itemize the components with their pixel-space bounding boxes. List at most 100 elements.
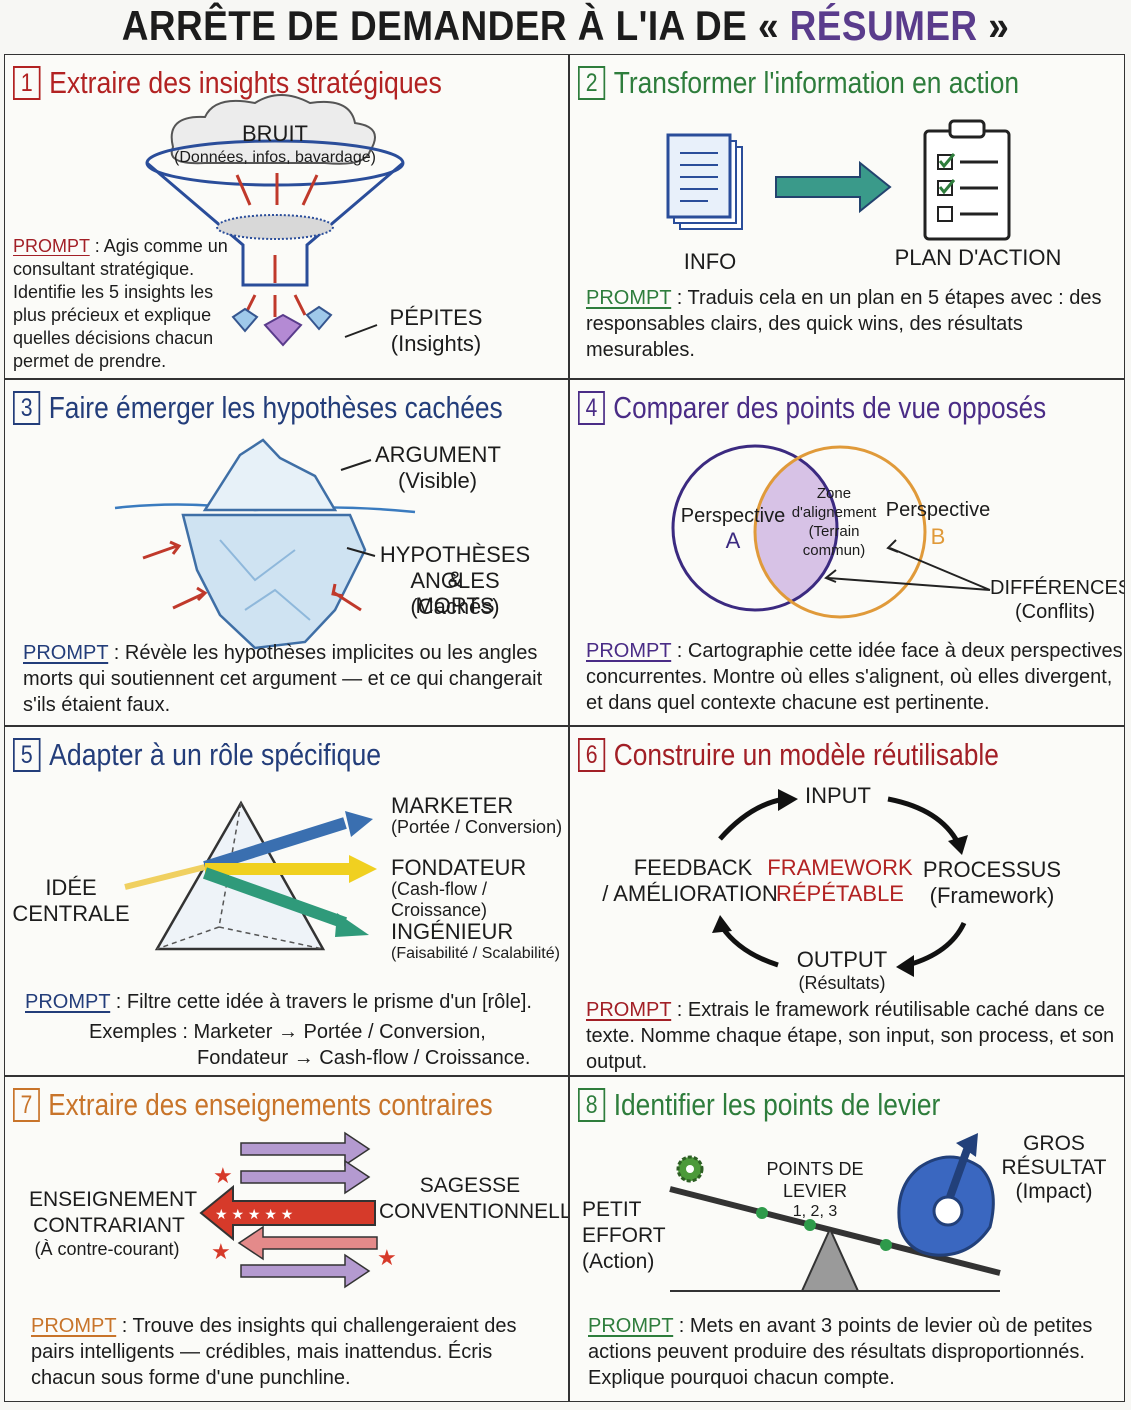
ingenieur-sublabel: (Faisabilité / Scalabilité) [391, 945, 560, 962]
contrariant-label: CONTRARIANT [33, 1214, 185, 1237]
impact-sublabel: (Impact) [1015, 1180, 1093, 1203]
numbers-label: 1, 2, 3 [792, 1203, 838, 1220]
venn-circle-a [671, 444, 839, 612]
zone-label-2: d'alignement [791, 504, 877, 521]
differences-label: DIFFÉRENCES [990, 577, 1125, 599]
fondateur-sublabel: (Cash-flow / Croissance) [391, 879, 488, 920]
centrale-label: CENTRALE [12, 901, 130, 926]
differences-sublabel: (Conflits) [1014, 601, 1095, 623]
argument-label: ARGUMENT [375, 442, 501, 467]
amelioration-label: / AMÉLIORATION [602, 881, 778, 906]
perspective-a-letter: A [725, 528, 741, 553]
panel-number: 2 [578, 66, 606, 100]
examples-line-1: Exemples : Marketer → Portée / Conversio… [89, 1021, 486, 1043]
bruit-label: BRUIT [242, 121, 308, 146]
processus-label: PROCESSUS [922, 857, 1062, 882]
prompt-text: PROMPT : Filtre cette idée à travers le … [25, 991, 532, 1013]
title-main: ARRÊTE DE DEMANDER À L'IA DE « [121, 2, 790, 49]
idee-label: IDÉE [45, 875, 97, 900]
effort-label: EFFORT [582, 1224, 666, 1247]
panel-number: 1 [13, 66, 41, 100]
svg-text:★ ★ ★ ★ ★: ★ ★ ★ ★ ★ [215, 1206, 293, 1222]
prompt-text: PROMPT : Cartographie cette idée face à … [586, 640, 1123, 714]
petit-label: PETIT [582, 1198, 642, 1221]
framework-label: FRAMEWORK [767, 855, 913, 880]
levier-label: LEVIER [782, 1181, 848, 1201]
perspective-b-label: Perspective [885, 499, 991, 521]
output-label: OUTPUT [796, 947, 888, 972]
panel-number: 5 [13, 738, 41, 772]
pepites-label: PÉPITES [389, 305, 483, 330]
panel-number: 3 [13, 391, 41, 425]
repetable-label: RÉPÉTABLE [776, 881, 904, 906]
plan-label: PLAN D'ACTION [894, 245, 1062, 270]
info-to-plan-illustration [666, 119, 1011, 241]
info-label: INFO [683, 249, 737, 274]
points-label: POINTS DE [766, 1159, 864, 1179]
lever-illustration [669, 1133, 1001, 1292]
svg-text:★: ★ [377, 1245, 397, 1270]
output-sublabel: (Résultats) [798, 973, 886, 993]
hypotheses-label: HYPOTHÈSES & [379, 542, 531, 592]
zone-label-3: (Terrain [808, 523, 860, 540]
gros-label: GROS [1023, 1132, 1085, 1155]
venn-diagram [671, 444, 991, 619]
svg-text:★: ★ [213, 1163, 233, 1188]
zone-label-4: commun) [802, 542, 866, 559]
prompt-text: PROMPT : Mets en avant 3 points de levie… [588, 1315, 1093, 1389]
contre-courant-sublabel: (À contre-courant) [34, 1239, 180, 1259]
sagesse-label: SAGESSE [419, 1174, 521, 1197]
feedback-label: FEEDBACK [633, 855, 753, 880]
title-accent: RÉSUMER [789, 2, 978, 49]
prompt-text: PROMPT : Extrais le framework réutilisab… [586, 999, 1115, 1073]
action-sublabel: (Action) [582, 1250, 655, 1273]
cycle-diagram [712, 789, 968, 977]
hidden-sublabel: (Cachés) [410, 594, 500, 619]
contrarian-arrows: ★ ★ ★ ★ ★ ★ ★ ★ [199, 1131, 397, 1289]
prompt-text: PROMPT : Trouve des insights qui challen… [31, 1315, 517, 1389]
enseignement-label: ENSEIGNEMENT [29, 1188, 198, 1211]
fondateur-label: FONDATEUR [391, 855, 527, 880]
pepites-sublabel: (Insights) [390, 331, 482, 356]
ingenieur-label: INGÉNIEUR [391, 919, 514, 944]
bruit-sublabel: (Données, infos, bavardage) [174, 149, 376, 166]
panel-number: 7 [13, 1088, 40, 1122]
prompt-text: PROMPT : Agis comme un consultant straté… [13, 236, 228, 371]
panel-number: 4 [578, 391, 605, 425]
conventionnelle-label: CONVENTIONNELLE [379, 1200, 569, 1223]
title-end: » [977, 2, 1010, 49]
resultat-label: RÉSULTAT [1001, 1156, 1107, 1179]
perspective-a-label: Perspective [680, 505, 786, 527]
processus-sublabel: (Framework) [929, 883, 1055, 908]
prompt-text: PROMPT : Révèle les hypothèses implicite… [23, 642, 543, 716]
marketer-sublabel: (Portée / Conversion) [391, 817, 563, 837]
marketer-label: MARKETER [391, 793, 514, 818]
zone-label-1: Zone [816, 485, 852, 502]
funnel-illustration [145, 94, 405, 347]
panel-number: 6 [578, 738, 606, 772]
input-label: INPUT [805, 783, 871, 808]
prompt-text: PROMPT : Traduis cela en un plan en 5 ét… [586, 287, 1102, 361]
argument-sublabel: (Visible) [397, 468, 478, 493]
examples-line-2: Fondateur → Cash-flow / Croissance. [197, 1047, 531, 1069]
svg-text:★: ★ [211, 1239, 231, 1264]
panel-number: 8 [578, 1088, 606, 1122]
iceberg-illustration [114, 438, 416, 650]
perspective-b-letter: B [930, 524, 946, 549]
